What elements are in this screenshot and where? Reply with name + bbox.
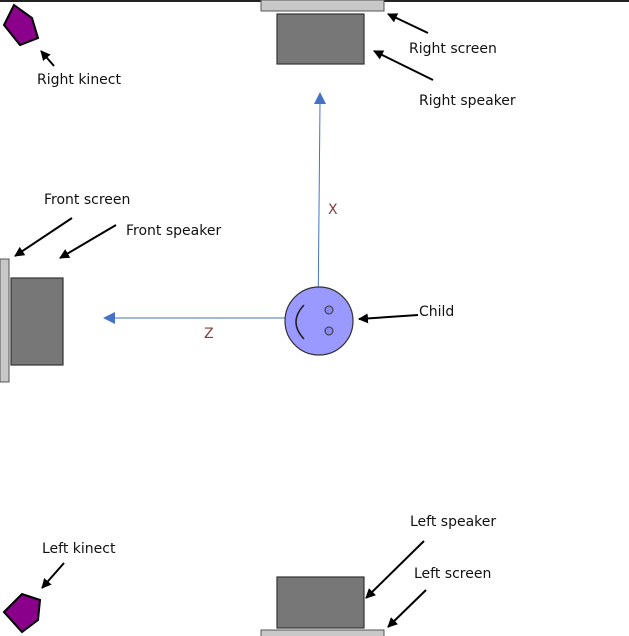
right-speaker-shape	[276, 13, 365, 65]
right-screen-shape	[260, 0, 385, 12]
right-screen-arrow	[387, 13, 429, 34]
left-screen-label: Left screen	[414, 566, 491, 582]
child-label: Child	[419, 304, 454, 320]
front-screen-shape	[0, 258, 10, 383]
front-speaker-label: Front speaker	[126, 223, 221, 239]
child-arrow	[358, 313, 419, 324]
left-kinect-label: Left kinect	[42, 541, 116, 557]
z-axis-label: Z	[204, 326, 214, 342]
x-axis-line	[317, 102, 321, 319]
z-axis-arrowhead	[103, 312, 115, 324]
left-screen-arrow	[387, 589, 427, 628]
right-kinect-icon	[2, 3, 40, 47]
child-icon	[284, 286, 354, 356]
front-screen-arrow	[14, 217, 73, 257]
front-screen-label: Front screen	[44, 192, 130, 208]
left-speaker-arrow	[365, 540, 425, 599]
right-kinect-arrow	[40, 50, 55, 67]
left-kinect-arrow	[41, 562, 65, 589]
right-speaker-label: Right speaker	[419, 93, 516, 109]
front-speaker-arrow	[59, 224, 117, 259]
x-axis-arrowhead	[314, 92, 326, 104]
right-speaker-arrow	[373, 50, 434, 81]
left-speaker-shape	[276, 576, 365, 629]
left-screen-shape	[260, 629, 385, 636]
right-screen-label: Right screen	[409, 41, 497, 57]
left-speaker-label: Left speaker	[410, 514, 496, 530]
left-kinect-icon	[2, 592, 42, 634]
front-speaker-shape	[10, 277, 64, 366]
right-kinect-label: Right kinect	[37, 72, 121, 88]
x-axis-label: X	[328, 202, 338, 218]
